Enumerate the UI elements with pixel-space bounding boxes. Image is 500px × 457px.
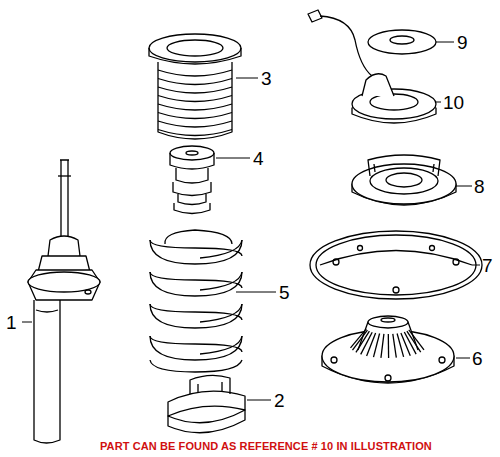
outline-stroke <box>361 332 373 354</box>
mount-gasket <box>310 231 482 299</box>
outline-stroke <box>401 333 410 356</box>
callout-number: 7 <box>482 256 493 275</box>
sensor-cap <box>308 10 436 123</box>
outline-stroke <box>150 304 242 320</box>
strut-assembly <box>28 160 100 443</box>
outline-stroke <box>158 121 232 127</box>
outline-stroke <box>158 104 232 110</box>
bump-stop <box>170 146 214 214</box>
callout-number: 5 <box>279 283 290 302</box>
outline-stroke <box>200 272 242 290</box>
callout-number: 10 <box>443 93 464 112</box>
outline-stroke <box>150 336 242 352</box>
callout-number: 1 <box>6 313 17 332</box>
dust-boot <box>149 34 241 139</box>
outline-stroke <box>351 329 367 348</box>
outline-stroke <box>409 330 424 350</box>
outline-stroke <box>158 130 232 136</box>
outline-stroke <box>150 304 242 328</box>
outline-stroke <box>150 336 242 360</box>
callout-number: 8 <box>474 177 485 196</box>
reference-note: PART CAN BE FOUND AS REFERENCE # 10 IN I… <box>100 441 432 452</box>
outline-stroke <box>150 272 242 288</box>
callout-number: 3 <box>261 69 272 88</box>
callout-number: 6 <box>472 349 483 368</box>
outline-stroke <box>200 240 242 258</box>
outline-stroke <box>393 334 397 358</box>
callout-number: 9 <box>457 33 468 52</box>
callout-number: 4 <box>253 149 264 168</box>
lower-spring-seat <box>168 375 245 432</box>
outline-stroke <box>381 334 384 358</box>
coil-spring <box>150 230 242 372</box>
outline-stroke <box>158 96 232 102</box>
outline-stroke <box>150 272 242 296</box>
upper-strut-mount <box>322 316 454 383</box>
outline-stroke <box>158 79 232 85</box>
outline-stroke <box>150 240 242 264</box>
outline-stroke <box>200 304 242 322</box>
outline-stroke <box>388 334 390 358</box>
callout-number: 2 <box>274 391 285 410</box>
dust-cap <box>368 30 436 54</box>
outline-stroke <box>200 336 242 354</box>
leader-lines <box>22 42 480 400</box>
outline-stroke <box>150 240 242 256</box>
outline-stroke <box>150 360 242 372</box>
outline-stroke <box>158 113 232 119</box>
outline-stroke <box>158 87 232 93</box>
outline-stroke <box>407 331 421 352</box>
outline-stroke <box>374 334 380 358</box>
strut-bearing <box>352 155 456 205</box>
outline-stroke <box>158 70 232 76</box>
